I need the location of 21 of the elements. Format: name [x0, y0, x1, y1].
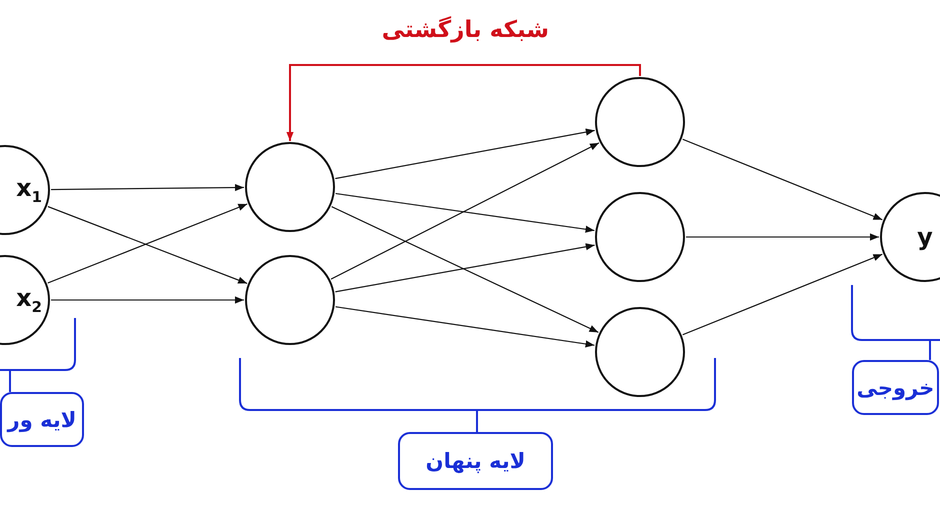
arrow [682, 138, 883, 220]
neuron-label: x$_{1}$ [16, 174, 42, 206]
layer-label: خروجی [856, 376, 934, 400]
arrow [51, 296, 244, 304]
layer-label-box [0, 392, 84, 447]
layer-label: لایه پنهان [426, 449, 526, 473]
layer-label: لایه ور [8, 408, 76, 432]
neuron-label: x$_{2}$ [16, 284, 42, 316]
arrow [335, 306, 595, 348]
layer-label-box [852, 360, 939, 415]
neuron-label: y [917, 223, 933, 251]
arrow [335, 192, 595, 233]
arrow [335, 128, 595, 180]
arrow [686, 233, 879, 241]
arrow [286, 64, 641, 141]
arrow [330, 142, 600, 280]
arrow [335, 243, 595, 292]
arrow [682, 254, 883, 336]
layer-label-box [398, 432, 553, 490]
arrow [50, 184, 244, 192]
arrow [331, 206, 599, 333]
